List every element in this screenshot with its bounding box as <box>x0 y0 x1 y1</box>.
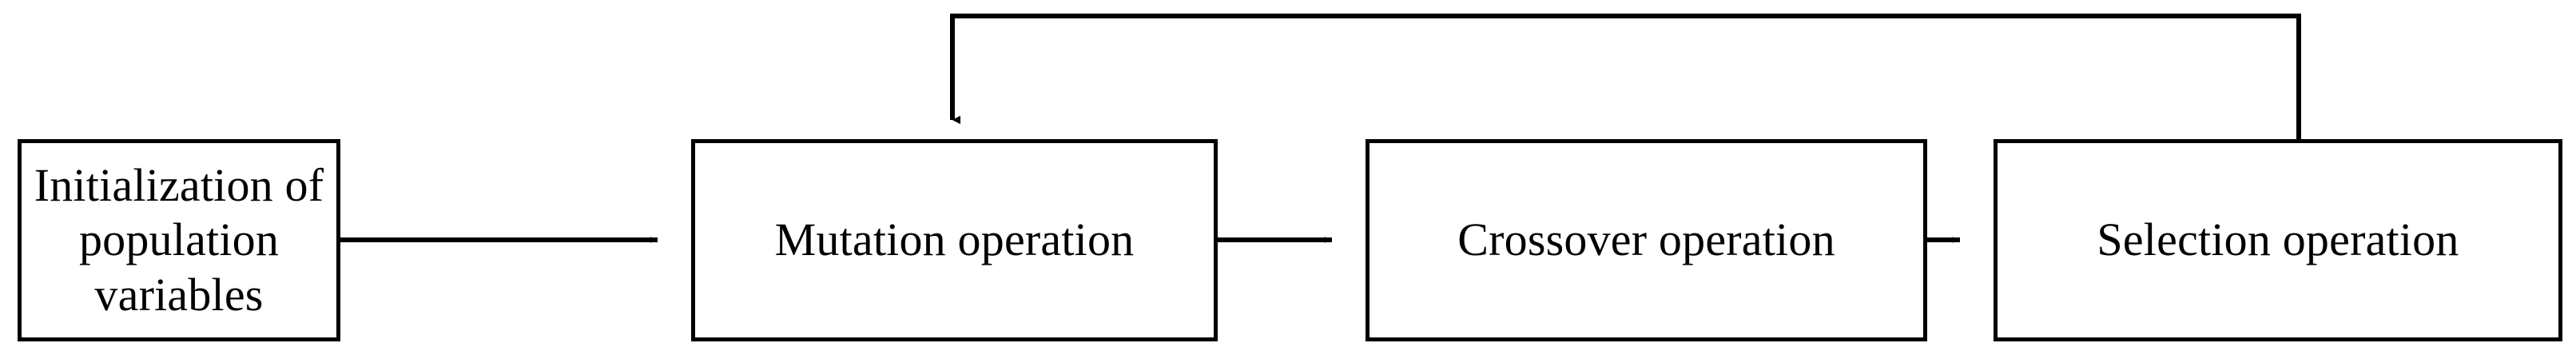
node-initialization-label-line1: Initialization of <box>34 158 324 211</box>
node-crossover[interactable]: Crossover operation <box>1366 139 1927 341</box>
edge-selection-to-mutation-feedback <box>950 14 2301 139</box>
node-initialization-label-line2: population variables <box>78 213 280 321</box>
node-selection-label: Selection operation <box>2097 213 2459 266</box>
edge-path-feedback-loop <box>950 14 2301 139</box>
node-selection[interactable]: Selection operation <box>1994 139 2562 341</box>
node-mutation-label: Mutation operation <box>774 213 1135 266</box>
node-crossover-label: Crossover operation <box>1457 213 1835 266</box>
node-mutation[interactable]: Mutation operation <box>691 139 1218 341</box>
